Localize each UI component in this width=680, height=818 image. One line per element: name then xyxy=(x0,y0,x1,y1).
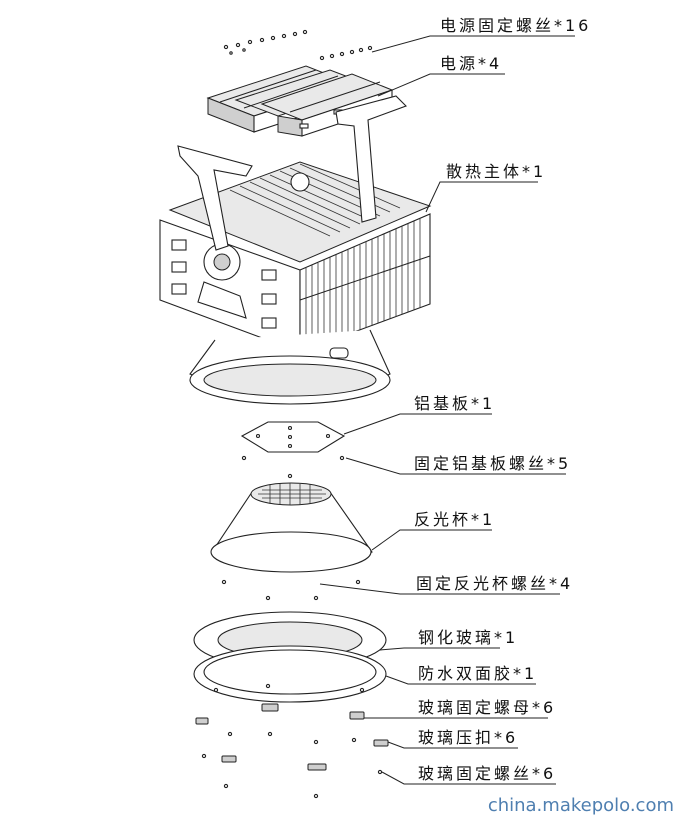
label-aluminum-board: 铝基板*1 xyxy=(414,394,496,413)
label-glass-nut: 玻璃固定螺母*6 xyxy=(418,698,557,717)
label-board-screw: 固定铝基板螺丝*5 xyxy=(414,454,572,473)
reflector-screws-drawing xyxy=(221,579,361,601)
label-power: 电源*4 xyxy=(440,54,503,73)
label-glass-clip: 玻璃压扣*6 xyxy=(418,728,519,747)
label-glass-screw: 玻璃固定螺丝*6 xyxy=(418,764,557,783)
label-power-screw: 电源固定螺丝*16 xyxy=(440,16,592,35)
label-waterproof-tape: 防水双面胶*1 xyxy=(418,664,538,683)
label-reflector-screw: 固定反光杯螺丝*4 xyxy=(416,574,574,593)
glass-clips-drawing xyxy=(221,731,389,771)
heatsink-drawing xyxy=(159,95,432,405)
label-heatsink: 散热主体*1 xyxy=(446,162,547,181)
label-reflector: 反光杯*1 xyxy=(414,510,496,529)
waterproof-tape-drawing xyxy=(193,645,387,703)
board-screws-drawing xyxy=(241,455,345,479)
leader-lines xyxy=(319,35,575,785)
watermark: china.makepolo.com xyxy=(487,795,674,816)
glass-nuts-drawing xyxy=(195,703,365,725)
power-screws-drawing xyxy=(223,29,373,61)
glass-screws-drawing xyxy=(201,731,383,799)
reflector-drawing xyxy=(210,482,373,573)
label-tempered-glass: 钢化玻璃*1 xyxy=(418,628,519,647)
aluminum-board-drawing xyxy=(240,421,346,453)
